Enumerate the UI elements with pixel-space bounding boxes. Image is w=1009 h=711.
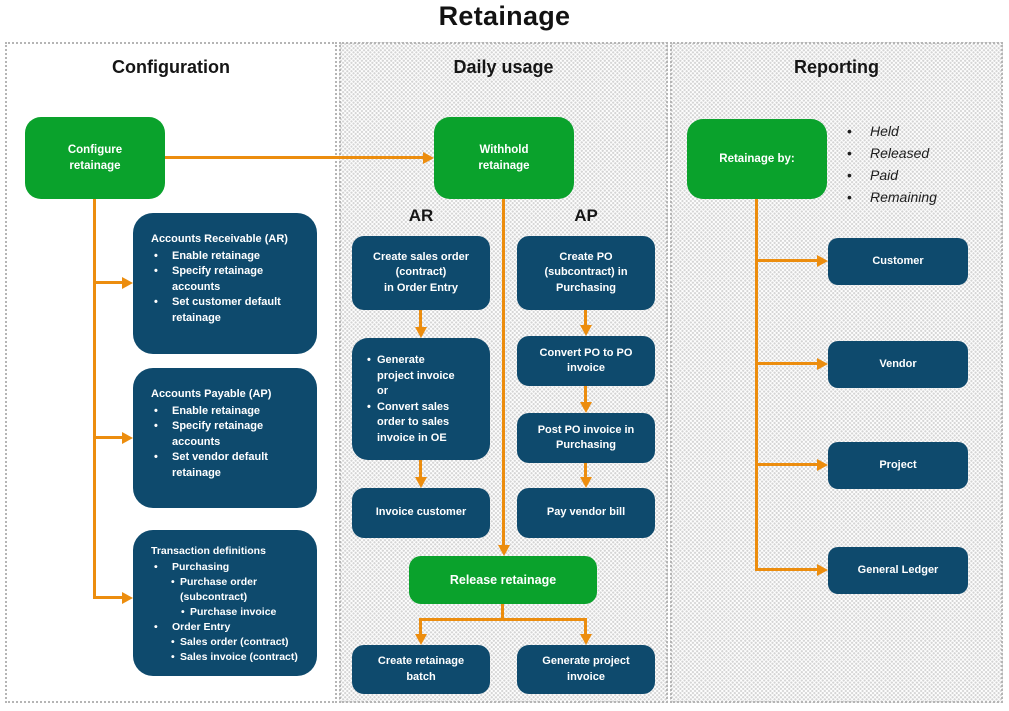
general-ledger-box: General Ledger: [828, 547, 968, 594]
ar-box-item: Set customer default retainage: [151, 295, 307, 326]
ap-column-label: AP: [574, 206, 598, 225]
measure-paid: Paid: [844, 164, 937, 186]
arrowhead-to-customer: [817, 255, 828, 267]
release-left-drop-line: [419, 618, 422, 635]
ar-arrowhead-1: [415, 327, 427, 338]
release-split-crossbar-line: [419, 618, 587, 621]
transactions-item-purchase-order: Purchase order (subcontract): [151, 575, 311, 605]
ar-arrow-line-2: [419, 460, 422, 478]
ar-arrow-line-1: [419, 310, 422, 328]
release-retainage-box: Release retainage: [409, 556, 597, 604]
configure-retainage-box: Configure retainage: [25, 117, 165, 199]
transactions-box-title: Transaction definitions: [151, 545, 266, 557]
ap-arrow-line-1: [584, 310, 587, 326]
ar-arrowhead-2: [415, 477, 427, 488]
project-box: Project: [828, 442, 968, 489]
vendor-box: Vendor: [828, 341, 968, 388]
convert-sales-order-item: Convert sales order to sales invoice in …: [367, 400, 486, 447]
ap-arrow-line-2: [584, 386, 587, 403]
generate-project-invoice-box: Generate project invoice: [517, 645, 655, 694]
arrowhead-to-ar: [122, 277, 133, 289]
arrowhead-to-withhold: [423, 152, 434, 164]
accounts-payable-box: Accounts Payable (AP) Enable retainage S…: [133, 368, 317, 508]
generate-invoice-item: Generate project invoice or: [367, 353, 486, 400]
branch-line-to-transactions: [95, 596, 123, 599]
measure-released: Released: [844, 142, 937, 164]
configure-to-withhold-line: [165, 156, 423, 159]
ap-box-item: Enable retainage: [151, 404, 307, 420]
transactions-item-sales-order: Sales order (contract): [151, 635, 311, 650]
ap-arrow-line-3: [584, 463, 587, 478]
measure-held: Held: [844, 120, 937, 142]
branch-line-to-ap: [95, 436, 123, 439]
measure-remaining: Remaining: [844, 186, 937, 208]
ap-box-item: Set vendor default retainage: [151, 450, 307, 481]
arrowhead-to-transactions: [122, 592, 133, 604]
ar-column-label: AR: [408, 206, 434, 225]
panel-configuration: Configuration Configure retainage Accoun…: [5, 42, 337, 703]
branch-line-to-general-ledger: [757, 568, 817, 571]
customer-box: Customer: [828, 238, 968, 285]
reporting-header: Reporting: [794, 57, 879, 77]
arrowhead-to-vendor: [817, 358, 828, 370]
ap-arrowhead-2: [580, 402, 592, 413]
panel-reporting: Reporting Retainage by: Held Released Pa…: [670, 42, 1003, 703]
reporting-trunk-line: [755, 199, 758, 571]
branch-line-to-project: [757, 463, 817, 466]
transactions-item-order-entry: Order Entry: [151, 620, 311, 635]
withhold-to-release-line: [502, 199, 505, 545]
branch-line-to-ar: [95, 281, 123, 284]
ap-box-item: Specify retainage accounts: [151, 419, 307, 450]
ap-box-title: Accounts Payable (AP): [151, 388, 272, 400]
arrowhead-to-project-invoice: [580, 634, 592, 645]
transactions-item-purchasing: Purchasing: [151, 560, 311, 575]
ap-arrowhead-3: [580, 477, 592, 488]
ap-arrowhead-1: [580, 325, 592, 336]
invoice-customer-box: Invoice customer: [352, 488, 490, 538]
arrowhead-to-release: [498, 545, 510, 556]
ar-box-item: Enable retainage: [151, 249, 307, 265]
arrowhead-to-project: [817, 459, 828, 471]
arrowhead-to-retainage-batch: [415, 634, 427, 645]
arrowhead-to-general-ledger: [817, 564, 828, 576]
configure-trunk-line: [93, 199, 96, 599]
retainage-by-box: Retainage by:: [687, 119, 827, 199]
release-right-drop-line: [584, 618, 587, 635]
accounts-receivable-box: Accounts Receivable (AR) Enable retainag…: [133, 213, 317, 354]
generate-or-convert-box: Generate project invoice or Convert sale…: [352, 338, 490, 460]
branch-line-to-customer: [757, 259, 817, 262]
create-retainage-batch-box: Create retainage batch: [352, 645, 490, 694]
branch-line-to-vendor: [757, 362, 817, 365]
transactions-item-purchase-invoice: Purchase invoice: [151, 605, 311, 620]
transactions-item-sales-invoice: Sales invoice (contract): [151, 650, 311, 665]
transaction-definitions-box: Transaction definitions Purchasing Purch…: [133, 530, 317, 676]
daily-usage-header: Daily usage: [453, 57, 554, 77]
ar-box-title: Accounts Receivable (AR): [151, 233, 288, 245]
retainage-measures-list: Held Released Paid Remaining: [844, 120, 937, 208]
panel-daily-usage: Daily usage Withhold retainage AR AP Cre…: [339, 42, 668, 703]
pay-vendor-bill-box: Pay vendor bill: [517, 488, 655, 538]
diagram-title: Retainage: [438, 1, 571, 31]
withhold-retainage-box: Withhold retainage: [434, 117, 574, 199]
arrowhead-to-ap: [122, 432, 133, 444]
post-po-invoice-box: Post PO invoice in Purchasing: [517, 413, 655, 463]
configuration-header: Configuration: [112, 57, 230, 77]
create-po-box: Create PO (subcontract) in Purchasing: [517, 236, 655, 310]
convert-po-box: Convert PO to PO invoice: [517, 336, 655, 386]
release-split-stem-line: [501, 604, 504, 620]
ar-box-item: Specify retainage accounts: [151, 264, 307, 295]
create-sales-order-box: Create sales order (contract) in Order E…: [352, 236, 490, 310]
